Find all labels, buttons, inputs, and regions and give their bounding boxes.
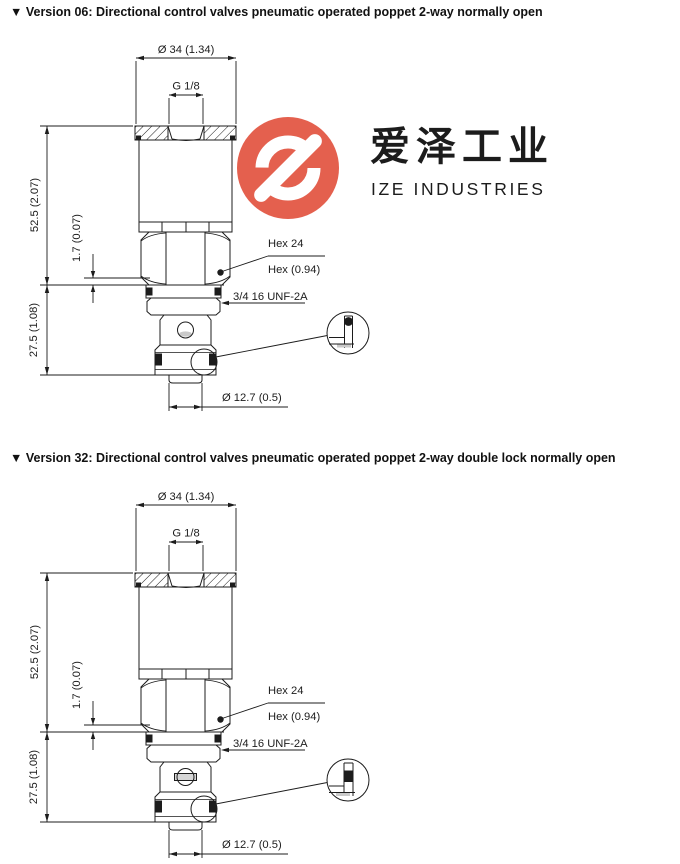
pilot-tip <box>168 375 203 384</box>
valve-sleeve <box>138 587 233 669</box>
pilot-tip <box>168 822 203 831</box>
spool <box>159 314 212 346</box>
oring-detail-view <box>326 311 370 355</box>
oring-left <box>146 734 153 743</box>
dim-hex-size-inch-label: Hex (0.94) <box>268 711 321 723</box>
dim-overall-height-label: 52.5 (2.07) <box>29 178 41 232</box>
detail-leader <box>215 335 328 358</box>
valve-drawing-version-32: Ø 34 (1.34) G 1/8 52.5 (2.07) 1.7 (0.07)… <box>28 491 370 858</box>
watermark-company-en: IZE INDUSTRIES <box>371 179 545 199</box>
oring-detail-view <box>326 758 370 802</box>
dim-cartridge-height-label: 27.5 (1.08) <box>28 303 40 357</box>
port-cavity <box>167 572 205 588</box>
neck <box>145 731 222 746</box>
dim-nose-diameter-label: Ø 12.7 (0.5) <box>222 839 282 851</box>
valve-body <box>134 125 370 384</box>
dim-mounting-thread-label: 3/4 16 UNF-2A <box>233 291 308 303</box>
cross-hole <box>177 321 194 339</box>
dim-nose-diameter-label: Ø 12.7 (0.5) <box>222 392 282 404</box>
section-title-version-32: ▼ Version 32: Directional control valves… <box>10 451 616 465</box>
cross-hole-slot <box>174 773 197 781</box>
hex-nut <box>140 231 231 286</box>
logo-swirl-icon <box>255 135 321 201</box>
watermark-company-cn: 爱泽工业 <box>370 125 554 169</box>
port-cavity <box>167 125 205 141</box>
thread-section <box>146 744 221 763</box>
hex-nut <box>140 678 231 733</box>
nose <box>154 344 217 376</box>
dim-top-diameter-label: Ø 34 (1.34) <box>158 44 215 56</box>
dim-hex-size-inch-label: Hex (0.94) <box>268 264 321 276</box>
neck <box>145 284 222 299</box>
nose-oring-right <box>209 353 216 366</box>
thread-section <box>146 297 221 316</box>
dim-hex-size-label: Hex 24 <box>268 238 303 250</box>
dim-port-thread-label: G 1/8 <box>172 528 199 540</box>
detail-oring <box>344 317 353 326</box>
detail-leader <box>215 782 328 805</box>
dim-cartridge-height-label: 27.5 (1.08) <box>28 750 40 804</box>
dimension-annotations: Ø 34 (1.34) G 1/8 52.5 (2.07) 1.7 (0.07) <box>28 44 325 411</box>
hex-leader-dot <box>217 716 224 723</box>
watermark-logo: 爱泽工业 IZE INDUSTRIES <box>237 117 554 219</box>
detail-highlight-circle <box>190 348 218 376</box>
dim-shoulder-height-label: 1.7 (0.07) <box>71 661 83 709</box>
dim-port-thread-label: G 1/8 <box>172 81 199 93</box>
logo-diagonal-bar <box>254 134 322 202</box>
dimension-annotations: Ø 34 (1.34) G 1/8 52.5 (2.07) 1.7 (0.07)… <box>28 491 325 858</box>
nose <box>154 791 217 823</box>
hex-leader-dot <box>217 269 224 276</box>
dim-shoulder-height-label: 1.7 (0.07) <box>71 214 83 262</box>
oring-right <box>214 287 221 296</box>
nose-oring-left <box>155 353 162 366</box>
nose-oring-right <box>209 800 216 813</box>
dim-top-diameter-label: Ø 34 (1.34) <box>158 491 215 503</box>
dim-overall-height-label: 52.5 (2.07) <box>29 625 41 679</box>
valve-sleeve <box>138 140 233 222</box>
oring-left <box>146 287 153 296</box>
detail-highlight-circle <box>190 795 218 823</box>
oring-right <box>214 734 221 743</box>
dim-mounting-thread-label: 3/4 16 UNF-2A <box>233 738 308 750</box>
detail-oring <box>344 770 353 782</box>
nose-oring-left <box>155 800 162 813</box>
valve-drawing-version-06: 爱泽工业 IZE INDUSTRIES <box>28 44 554 411</box>
dim-hex-size-label: Hex 24 <box>268 685 303 697</box>
valve-body <box>134 572 370 831</box>
section-title-version-06: ▼ Version 06: Directional control valves… <box>10 5 543 19</box>
cross-hole <box>176 768 195 786</box>
